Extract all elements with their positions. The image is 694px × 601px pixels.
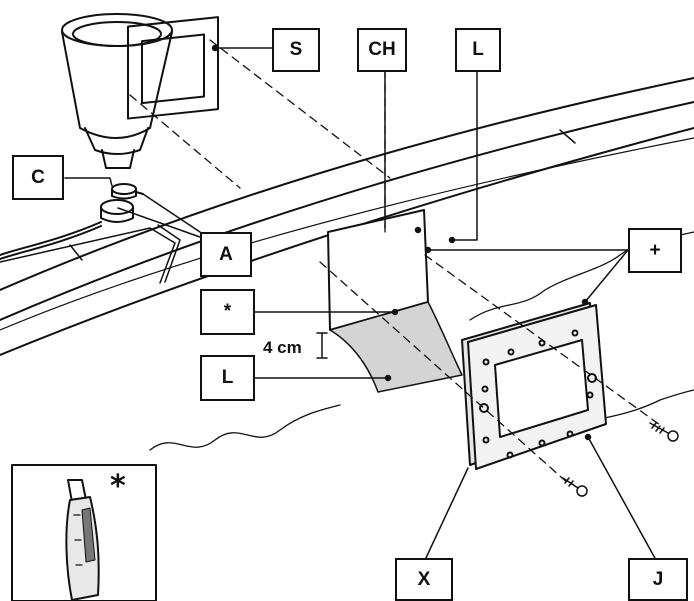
label-star: *: [200, 289, 255, 335]
label-L-mid: L: [200, 355, 255, 401]
faceplate: [462, 303, 606, 469]
water-line-right: [595, 390, 694, 420]
inset-star-mark: *: [110, 472, 126, 502]
skimmer-body: [62, 14, 218, 168]
label-CH: CH: [357, 28, 407, 72]
label-J: J: [628, 558, 688, 601]
label-L-top: L: [455, 28, 501, 72]
label-C: C: [12, 155, 64, 200]
label-plus: +: [628, 228, 682, 273]
label-S: S: [272, 28, 320, 72]
dimension-4cm: 4 cm: [263, 338, 302, 358]
label-A: A: [200, 232, 252, 277]
label-X: X: [395, 558, 453, 601]
inset-knife: [12, 465, 156, 601]
